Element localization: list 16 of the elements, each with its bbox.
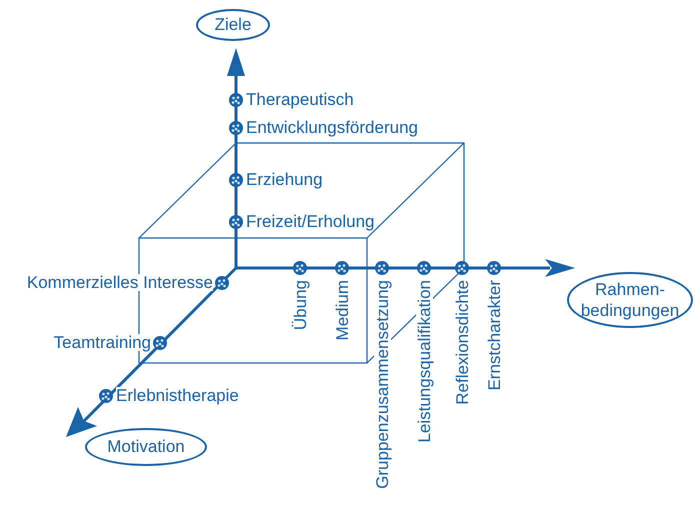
axis-label: Entwicklungsförderung — [246, 119, 418, 136]
axis-label: Therapeutisch — [246, 91, 354, 108]
axis-label: Erziehung — [246, 171, 323, 188]
axis-label: Leistungsqualifikation — [416, 280, 433, 443]
axis-title-ellipse: Ziele — [196, 9, 270, 41]
axis-label: Teamtraining — [54, 334, 151, 351]
axis-label: Gruppenzusammensetzung — [374, 280, 391, 489]
axis-label: Reflexionsdichte — [454, 280, 471, 405]
axis-label: Medium — [334, 280, 351, 340]
axis-label: Freizeit/Erholung — [246, 213, 375, 230]
axis-title-ellipse: Rahmen- bedingungen — [567, 272, 693, 328]
axis-label: Kommerzielles Interesse — [26, 274, 213, 291]
axis-label: Übung — [292, 280, 309, 330]
axis-label: Erlebnistherapie — [116, 387, 239, 404]
axis-title-ellipse: Motivation — [85, 428, 207, 466]
axis-label: Ernstcharakter — [486, 280, 503, 391]
